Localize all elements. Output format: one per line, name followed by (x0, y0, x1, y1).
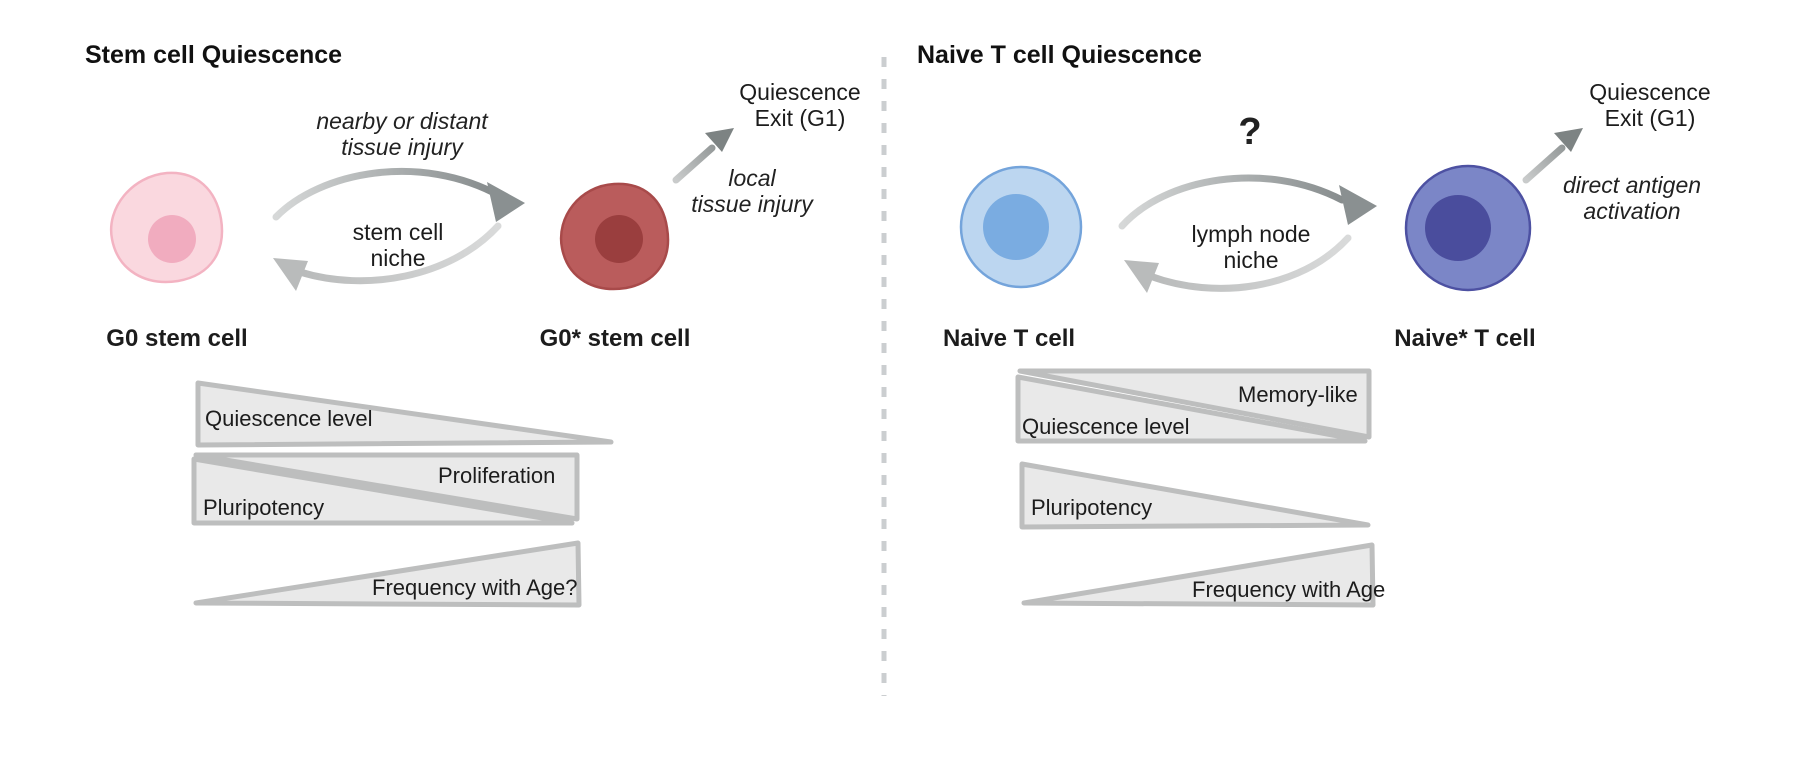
wedge-label-pluripotency-left: Pluripotency (203, 495, 325, 520)
return-arrow-right (1146, 234, 1352, 292)
wedge-label-frequency-left: Frequency with Age? (372, 575, 578, 600)
forward-arrow-right (1118, 174, 1346, 230)
return-arrowhead-right (1124, 260, 1159, 293)
forward-arrowhead-left (487, 182, 525, 222)
question-mark-label: ? (1238, 111, 1262, 153)
wedge-label-frequency-right: Frequency with Age (1192, 577, 1386, 602)
wedge-label-quiescence-level-right: Quiescence level (1022, 414, 1190, 439)
wedge-quiescence-level-right (1015, 374, 1368, 444)
wedge-pluripotency-right (1019, 461, 1371, 530)
wedge-label-proliferation: Proliferation (438, 463, 556, 488)
wedge-label-quiescence-level-left: Quiescence level (205, 406, 373, 431)
wedge-label-memory-like: Memory-like (1238, 382, 1358, 407)
return-arrow-left (296, 222, 502, 285)
naivestar-t-cell-nucleus (1425, 195, 1491, 261)
wedge-frequency-right (1021, 542, 1376, 608)
exit-arrowhead-right (1554, 128, 1583, 152)
wedge-label-pluripotency-right: Pluripotency (1031, 495, 1153, 520)
forward-arrow-left (272, 167, 504, 221)
injury-trigger-label: nearby or distant tissue injury (316, 108, 488, 160)
g0-stem-cell-nucleus (148, 215, 196, 263)
exit-arrowhead-left (705, 128, 734, 152)
stem-niche-label: stem cell niche (352, 219, 444, 271)
wedge-pluripotency-left (191, 456, 575, 526)
naivestar-cell-label: Naive* T cell (1394, 325, 1536, 352)
right-panel-title: Naive T cell Quiescence (917, 41, 1202, 69)
left-panel-title: Stem cell Quiescence (85, 41, 343, 69)
quiescence-exit-label-right: Quiescence Exit (G1) (1589, 79, 1711, 131)
naive-t-cell-nucleus (983, 194, 1049, 260)
quiescence-exit-label-left: Quiescence Exit (G1) (739, 79, 861, 131)
return-arrowhead-left (273, 258, 308, 291)
wedge-quiescence-level-left (195, 380, 614, 448)
wedge-memory-like (1017, 368, 1372, 440)
exit-arrow-right (1522, 144, 1566, 184)
g0star-stem-cell-nucleus (595, 215, 643, 263)
g0star-cell-label: G0* stem cell (539, 325, 691, 352)
g0-cell-label: G0 stem cell (106, 325, 248, 352)
exit-arrow-left (672, 144, 716, 184)
forward-arrowhead-right (1339, 185, 1377, 225)
wedge-frequency-left (193, 540, 582, 608)
wedge-proliferation (193, 452, 580, 522)
antigen-activation-label: direct antigen activation (1562, 172, 1702, 224)
local-injury-label: local tissue injury (691, 165, 813, 217)
lymph-niche-label: lymph node niche (1191, 221, 1311, 273)
naive-cell-label: Naive T cell (942, 325, 1076, 352)
